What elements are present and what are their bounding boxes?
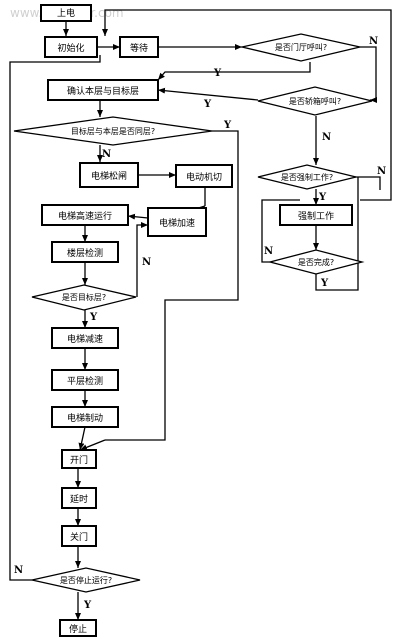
node-level-detect-label: 平层检测	[67, 375, 103, 387]
node-brake-release-label: 电梯松闸	[91, 170, 127, 182]
decision-car-call	[257, 86, 373, 116]
label-stop-yes: Y	[83, 600, 92, 611]
label-finished-no: N	[264, 246, 273, 257]
node-manual-work	[279, 204, 353, 226]
node-open-door	[61, 449, 97, 469]
node-high-speed-label: 电梯高速运行	[58, 210, 112, 222]
node-stop-label: 停止	[69, 623, 87, 635]
node-confirm-floor	[47, 79, 159, 101]
decision-finished	[267, 249, 365, 275]
node-stop	[59, 619, 97, 637]
node-brake-label: 电梯制动	[67, 412, 103, 424]
node-level-detect	[51, 369, 119, 391]
label-finished-yes: Y	[320, 278, 329, 289]
label-target-floor-no: N	[142, 257, 151, 268]
label-stop-no: N	[14, 565, 23, 576]
label-hall-call-no: N	[369, 36, 378, 47]
decision-target-floor-label: 是否目标层?	[62, 292, 106, 302]
decision-stop-label: 是否停止运行?	[60, 575, 112, 585]
label-manual-yes: Y	[318, 192, 327, 203]
node-accelerate-label: 电梯加速	[159, 217, 195, 229]
node-open-door-label: 开门	[70, 454, 88, 466]
label-same-floor-no: N	[102, 149, 111, 160]
node-delay-label: 延时	[70, 493, 88, 505]
decision-stop	[31, 567, 141, 593]
decision-same-floor	[13, 116, 213, 146]
node-floor-detect	[51, 241, 119, 263]
decision-manual	[257, 164, 357, 190]
connectors	[9, 9, 392, 620]
decision-same-floor-label: 目标层与本层是否同层?	[71, 126, 155, 136]
label-car-call-no: N	[322, 132, 331, 143]
node-wait-label: 等待	[130, 42, 148, 54]
node-motor-switch-label: 电动机切	[186, 171, 222, 183]
node-wait	[119, 36, 159, 58]
node-high-speed	[41, 204, 129, 226]
label-manual-no: N	[377, 166, 386, 177]
node-start	[40, 4, 92, 22]
node-init	[44, 36, 98, 58]
decision-car-call-label: 是否轿箱呼叫?	[289, 96, 341, 106]
node-floor-detect-label: 楼层检测	[67, 247, 103, 259]
node-init-label: 初始化	[57, 42, 84, 54]
node-accelerate	[147, 207, 207, 237]
decision-manual-label: 是否强制工作?	[281, 172, 333, 182]
decision-hall-call-label: 是否门厅呼叫?	[275, 42, 327, 52]
label-car-call-yes: Y	[203, 99, 212, 110]
node-motor-switch	[175, 164, 233, 188]
node-close-door-label: 关门	[70, 531, 88, 543]
decision-hall-call	[241, 33, 361, 62]
node-brake	[51, 406, 119, 428]
decision-finished-label: 是否完成?	[298, 257, 334, 267]
label-target-floor-yes: Y	[89, 312, 98, 323]
node-decelerate-label: 电梯减速	[67, 333, 103, 345]
node-brake-release	[79, 162, 139, 188]
label-same-floor-yes: Y	[223, 120, 232, 131]
label-hall-call-yes: Y	[213, 68, 222, 79]
node-manual-work-label: 强制工作	[298, 210, 334, 222]
node-confirm-floor-label: 确认本层与目标层	[67, 85, 139, 97]
node-delay	[61, 487, 97, 509]
decision-target-floor	[31, 284, 137, 311]
node-start-label: 上电	[57, 7, 75, 19]
node-decelerate	[51, 327, 119, 349]
node-close-door	[61, 525, 97, 547]
